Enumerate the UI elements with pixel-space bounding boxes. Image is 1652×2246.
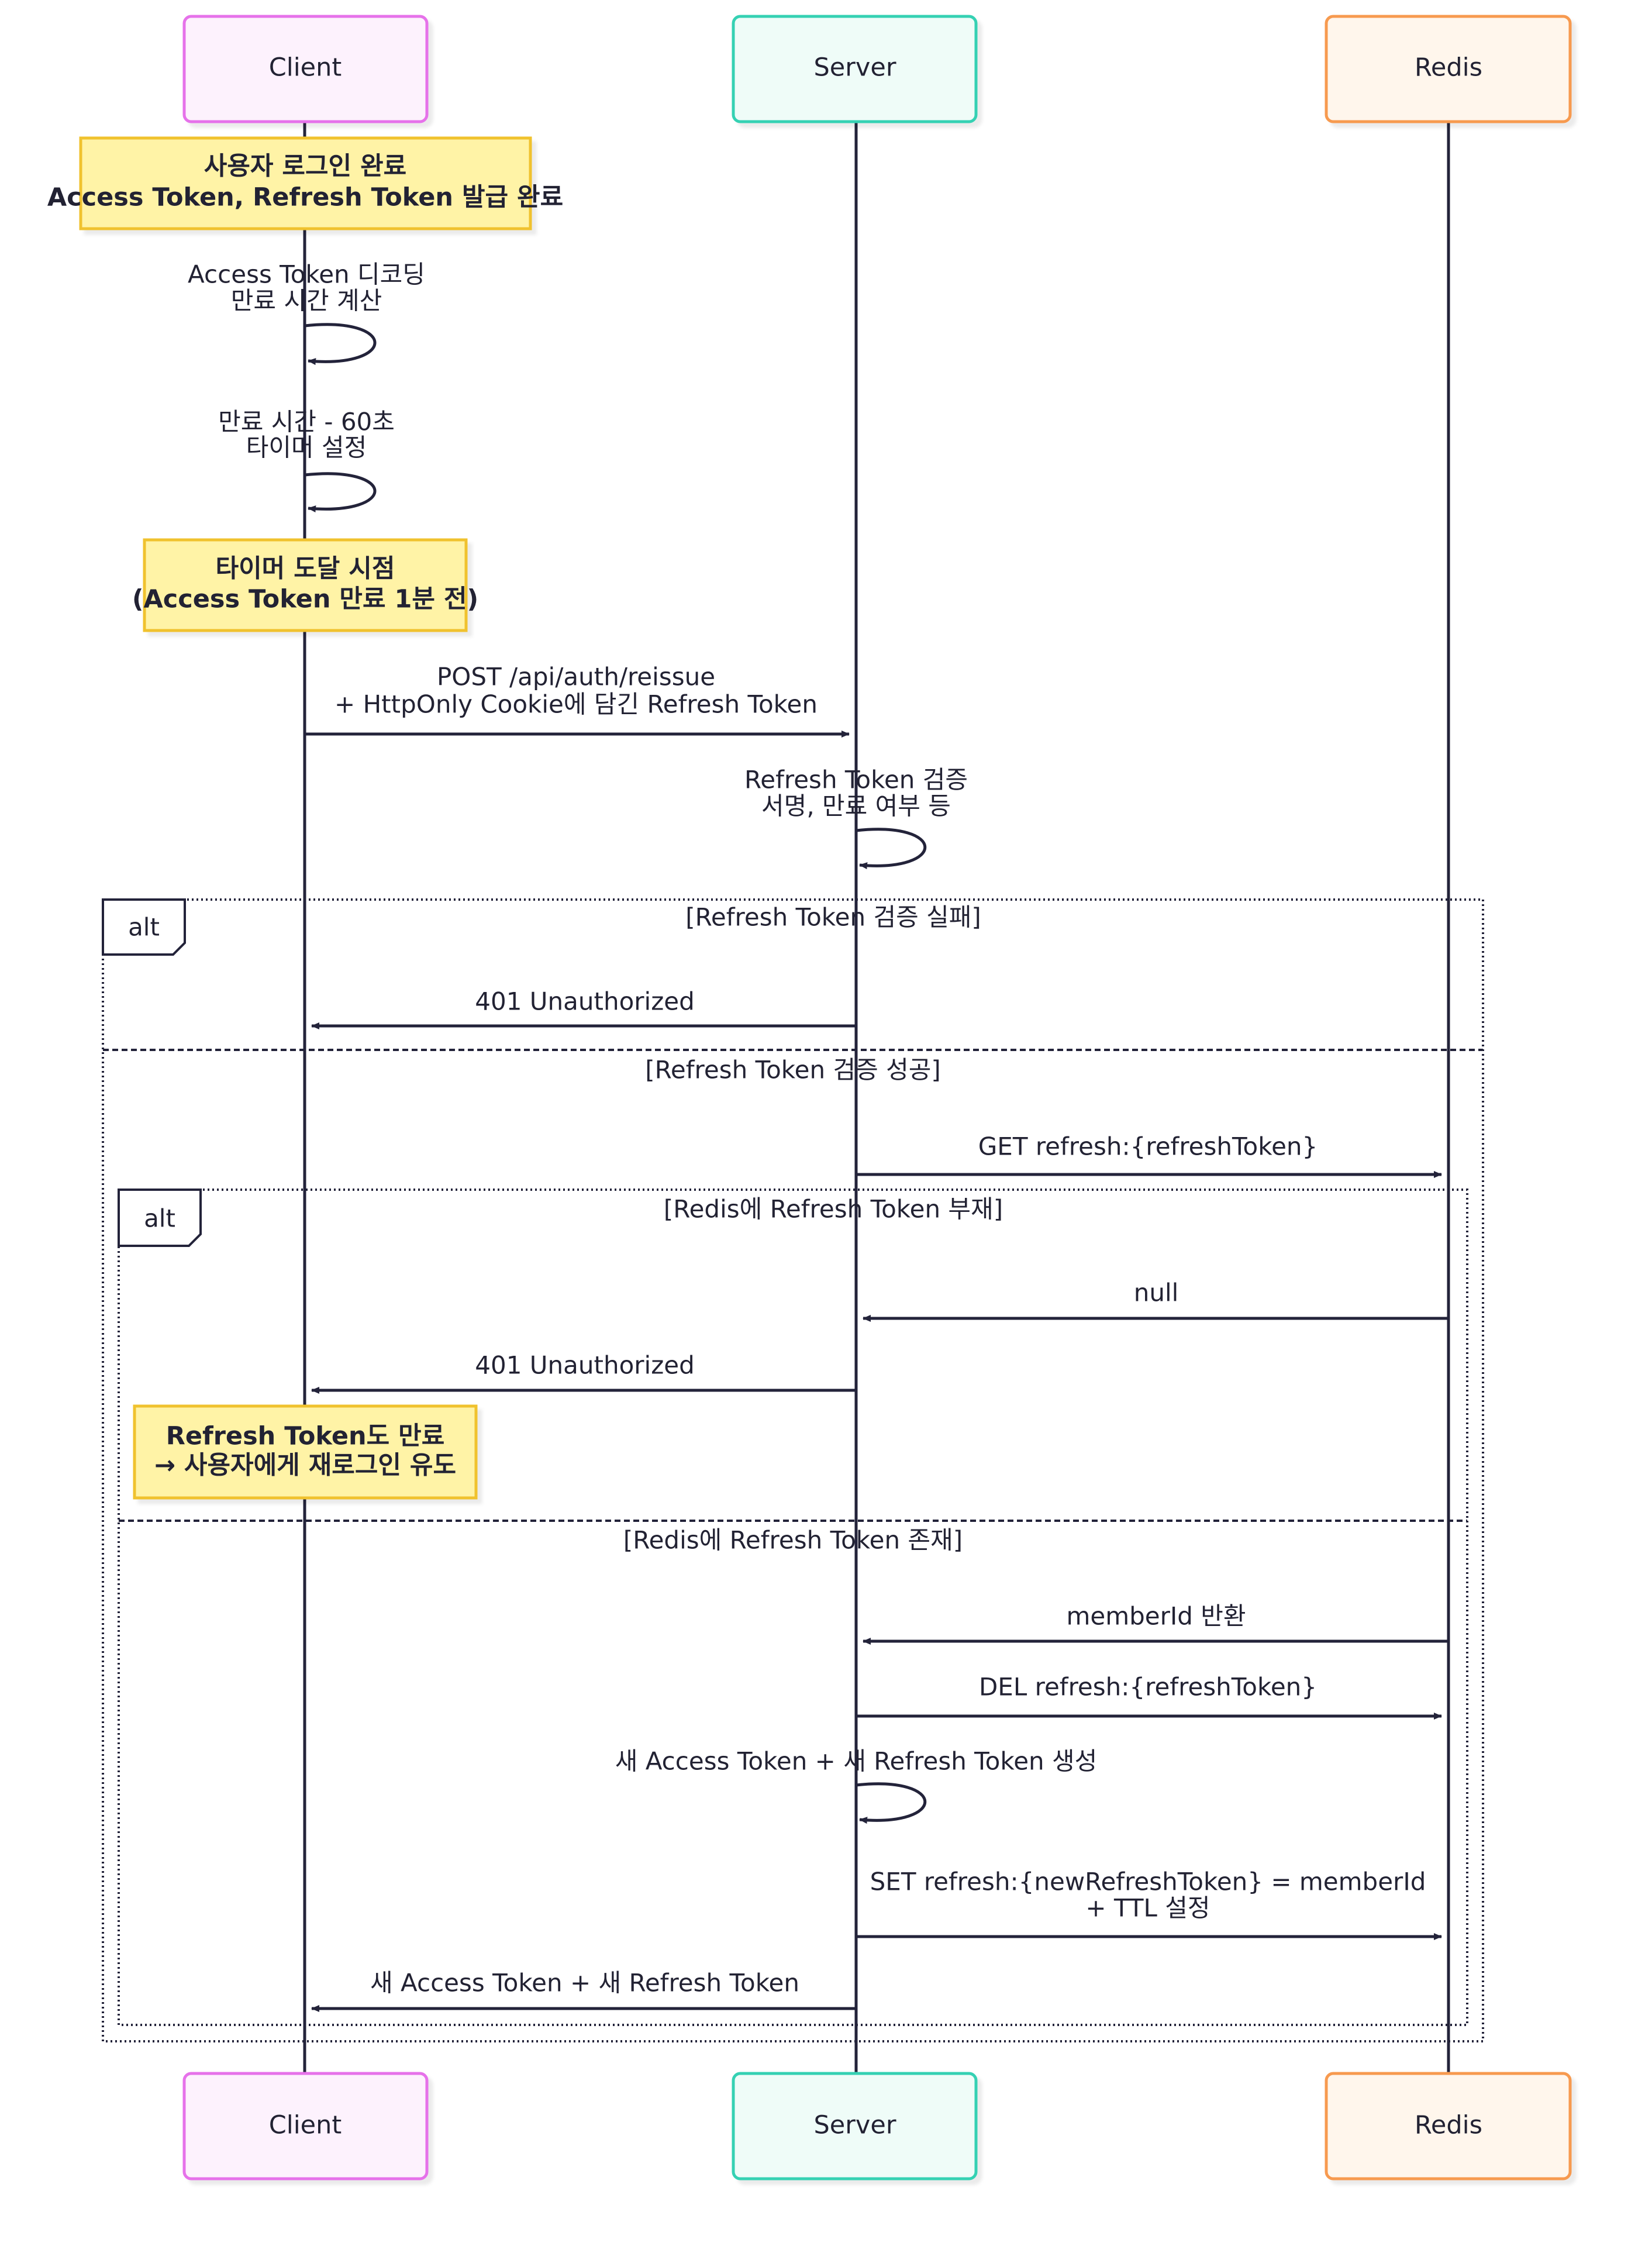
svg-text:타이머 도달 시점: 타이머 도달 시점 [216, 554, 395, 584]
svg-text:새 Access Token + 새 Refresh Tok: 새 Access Token + 새 Refresh Token 생성 [615, 1747, 1098, 1776]
svg-text:타이머 설정: 타이머 설정 [246, 433, 367, 462]
svg-text:401 Unauthorized: 401 Unauthorized [475, 1351, 695, 1380]
svg-text:새 Access Token + 새 Refresh Tok: 새 Access Token + 새 Refresh Token [370, 1969, 799, 1997]
participant-redis-bottom: Redis [1325, 2072, 1572, 2180]
participant-client-bottom: Client [182, 2072, 429, 2180]
svg-text:+ TTL 설정: + TTL 설정 [1085, 1894, 1210, 1923]
message-new-tokens-reply: 새 Access Token + 새 Refresh Token [311, 1969, 856, 2012]
alt-condition-absent: [Redis에 Refresh Token 부재] [664, 1195, 1003, 1224]
svg-text:(Access Token 만료 1분 전): (Access Token 만료 1분 전) [132, 585, 478, 614]
message-generate-tokens: 새 Access Token + 새 Refresh Token 생성 [615, 1747, 1098, 1824]
svg-text:서명, 만료 여부 등: 서명, 만료 여부 등 [761, 792, 951, 821]
svg-text:GET refresh:{refreshToken}: GET refresh:{refreshToken} [978, 1132, 1318, 1161]
svg-text:null: null [1134, 1279, 1179, 1307]
message-member-id-reply: memberId 반환 [863, 1602, 1448, 1645]
svg-text:Redis: Redis [1415, 2111, 1482, 2140]
alt-keyword-outer: alt [128, 913, 160, 942]
svg-text:DEL refresh:{refreshToken}: DEL refresh:{refreshToken} [979, 1673, 1317, 1701]
svg-text:Refresh Token도 만료: Refresh Token도 만료 [166, 1422, 445, 1451]
message-401-verify-failed: 401 Unauthorized [311, 987, 856, 1029]
alt-fragment-inner: alt [Redis에 Refresh Token 부재] [Redis에 Re… [118, 1189, 1468, 2026]
participant-client-top: Client [182, 15, 429, 123]
svg-text:POST /api/auth/reissue: POST /api/auth/reissue [437, 663, 715, 691]
message-set-refresh: SET refresh:{newRefreshToken} = memberId… [856, 1868, 1442, 1940]
alt-keyword-inner: alt [144, 1204, 175, 1233]
alt-condition-failure: [Refresh Token 검증 실패] [685, 903, 981, 932]
svg-text:Refresh Token 검증: Refresh Token 검증 [744, 766, 968, 794]
alt-condition-present: [Redis에 Refresh Token 존재] [623, 1526, 963, 1555]
participant-redis-top: Redis [1325, 15, 1572, 123]
note-timer-reached: 타이머 도달 시점 (Access Token 만료 1분 전) [132, 538, 478, 632]
alt-condition-success: [Refresh Token 검증 성공] [645, 1056, 941, 1084]
svg-text:Access Token, Refresh Token 발급: Access Token, Refresh Token 발급 완료 [47, 183, 563, 212]
message-del-refresh: DEL refresh:{refreshToken} [856, 1673, 1442, 1720]
message-null-reply: null [863, 1279, 1448, 1322]
message-verify-refresh-token: Refresh Token 검증 서명, 만료 여부 등 [744, 766, 968, 870]
svg-text:Client: Client [269, 2111, 342, 2140]
svg-text:만료 시간 - 60초: 만료 시간 - 60초 [218, 408, 395, 436]
message-401-token-absent: 401 Unauthorized [311, 1351, 856, 1394]
svg-text:Server: Server [813, 53, 896, 82]
svg-text:Client: Client [269, 53, 342, 82]
message-reissue-request: POST /api/auth/reissue + HttpOnly Cookie… [305, 663, 850, 738]
svg-text:Server: Server [813, 2111, 896, 2140]
svg-text:만료 시간 계산: 만료 시간 계산 [231, 287, 382, 315]
svg-text:사용자 로그인 완료: 사용자 로그인 완료 [204, 152, 406, 181]
message-decode-access-token: Access Token 디코딩 만료 시간 계산 [188, 260, 425, 366]
svg-text:401 Unauthorized: 401 Unauthorized [475, 987, 695, 1016]
svg-text:Redis: Redis [1415, 53, 1482, 82]
svg-text:Access Token 디코딩: Access Token 디코딩 [188, 260, 425, 289]
alt-fragment-outer: alt [Refresh Token 검증 실패] [Refresh Token… [102, 898, 1484, 2042]
message-set-timer: 만료 시간 - 60초 타이머 설정 [218, 408, 395, 513]
participant-server-top: Server [732, 15, 978, 123]
svg-text:memberId 반환: memberId 반환 [1066, 1602, 1246, 1631]
message-get-refresh: GET refresh:{refreshToken} [856, 1132, 1442, 1178]
participant-server-bottom: Server [732, 2072, 978, 2180]
svg-text:+ HttpOnly Cookie에 담긴 Refresh: + HttpOnly Cookie에 담긴 Refresh Token [334, 690, 818, 719]
note-login-complete: 사용자 로그인 완료 Access Token, Refresh Token 발… [47, 136, 563, 230]
svg-text:→ 사용자에게 재로그인 유도: → 사용자에게 재로그인 유도 [154, 1451, 456, 1480]
svg-text:SET refresh:{newRefreshToken}: SET refresh:{newRefreshToken} = memberId [870, 1868, 1426, 1896]
note-refresh-expired: Refresh Token도 만료 → 사용자에게 재로그인 유도 [133, 1404, 478, 1500]
